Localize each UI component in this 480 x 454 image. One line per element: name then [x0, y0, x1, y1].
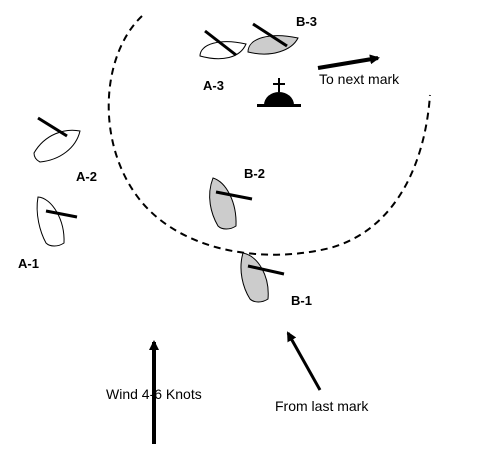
- boat-b1: [240, 252, 285, 303]
- boat-label-a2: A-2: [76, 169, 97, 184]
- boat-label-b3: B-3: [296, 14, 317, 29]
- boat-a1: [36, 196, 78, 247]
- last-mark-label: From last mark: [275, 398, 369, 414]
- boat-b3: [247, 22, 299, 55]
- wind-label: Wind 4-6 Knots: [106, 386, 202, 402]
- boat-a2: [33, 116, 81, 163]
- next-mark-label: To next mark: [319, 71, 400, 87]
- boat-b2: [209, 177, 253, 230]
- boat-label-b2: B-2: [244, 166, 265, 181]
- boat-a3: [199, 29, 247, 60]
- boat-label-a3: A-3: [203, 78, 224, 93]
- next-mark-arrow: [317, 54, 380, 70]
- last-mark-arrow: [286, 331, 322, 391]
- mark-buoy: [257, 78, 301, 107]
- boat-label-a1: A-1: [18, 256, 39, 271]
- boat-label-b1: B-1: [291, 293, 312, 308]
